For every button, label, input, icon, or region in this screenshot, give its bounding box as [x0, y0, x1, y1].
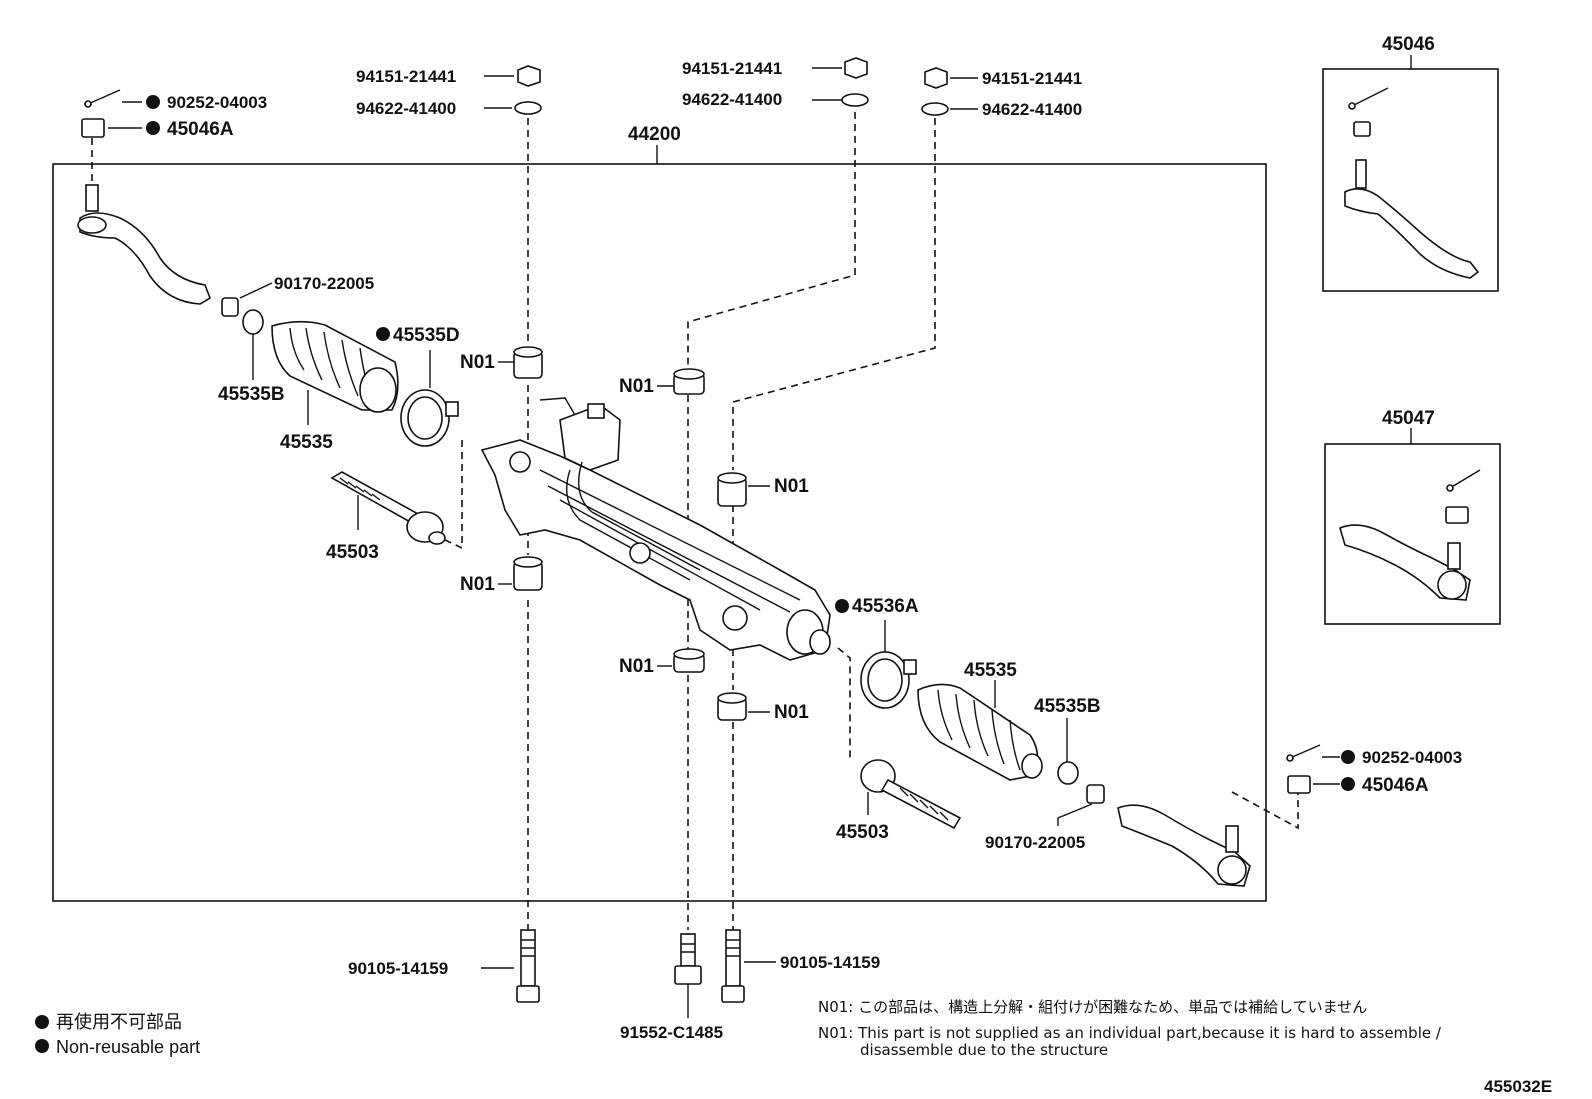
clip-right: [1086, 784, 1105, 804]
tie-rod-end-left: [77, 184, 211, 305]
clamp-big-right: 45536A: [835, 596, 919, 709]
notes: N01: この部品は、構造上分解・組付けが困難なため、単品では補給していません …: [818, 998, 1442, 1059]
nut-c: [924, 67, 948, 89]
bushing-n01-5: N01: [619, 648, 705, 677]
washer-a-label: 94622-41400: [356, 99, 456, 118]
pin-left-label: 90252-04003: [167, 93, 267, 112]
inset-45047-tie-rod-end: [1339, 469, 1481, 601]
n01-label: N01: [460, 574, 495, 595]
washer-a: [514, 101, 542, 115]
legend: 再使用不可部品 Non-reusable part: [35, 1012, 200, 1057]
right-pin-nut-group: 90252-04003 45046A: [1286, 744, 1462, 796]
nut-c-label: 94151-21441: [982, 69, 1082, 88]
inset-45047-frame: [1324, 443, 1501, 625]
nut-washer-group-a: 94151-21441 94622-41400: [356, 65, 542, 118]
rod-left-label: 45503: [326, 542, 379, 563]
inner-rod-left: 45503: [326, 471, 446, 563]
non-reusable-marker: [376, 327, 390, 341]
castle-nut-right: [1287, 775, 1311, 794]
clamp-small-right-label: 45535B: [1034, 696, 1101, 717]
pin-right-label: 90252-04003: [1362, 748, 1462, 767]
non-reusable-marker: [146, 95, 160, 109]
clamp-small-left: [242, 309, 264, 335]
inset-45046-label: 45046: [1382, 34, 1435, 55]
nut-b-label: 94151-21441: [682, 59, 782, 78]
inset-45046-frame: [1322, 68, 1499, 292]
left-clip-clamp: 90170-22005 45535B: [218, 274, 374, 405]
assembly-frame: [52, 163, 1267, 902]
castle-left-label: 45046A: [167, 119, 234, 140]
note-en-2: disassemble due to the structure: [860, 1041, 1108, 1059]
bolt-right: 90105-14159: [721, 929, 880, 1003]
bushing-n01-6: N01: [717, 692, 809, 723]
inset-45047-label: 45047: [1382, 408, 1435, 429]
non-reusable-marker: [835, 599, 849, 613]
clip-left-label: 90170-22005: [274, 274, 374, 293]
clamp-small-right: [1057, 761, 1079, 785]
n01-label: N01: [619, 656, 654, 677]
right-clip-clamp: 45535B 90170-22005: [985, 696, 1105, 852]
n01-label: N01: [619, 376, 654, 397]
n01-label: N01: [460, 352, 495, 373]
clip-left: [221, 297, 239, 317]
clamp-big-left: 45535D: [376, 325, 460, 447]
castle-right-label: 45046A: [1362, 775, 1429, 796]
steering-gear-housing: [480, 397, 831, 661]
clamp-big-left-label: 45535D: [393, 325, 460, 346]
nut-b: [844, 57, 868, 79]
clamp-small-left-label: 45535B: [218, 384, 285, 405]
rod-right-label: 45503: [836, 822, 889, 843]
non-reusable-marker: [35, 1015, 49, 1029]
note-jp: N01: この部品は、構造上分解・組付けが困難なため、単品では補給していません: [818, 998, 1367, 1016]
castle-nut-left: [81, 118, 105, 138]
nut-washer-group-c: 94151-21441 94622-41400: [921, 67, 1082, 119]
bushing-n01-4: N01: [460, 556, 543, 595]
bushing-n01-1: N01: [460, 346, 543, 379]
washer-c: [921, 102, 949, 116]
bolt-right-label: 90105-14159: [780, 953, 880, 972]
tie-rod-end-right: [1117, 804, 1251, 887]
legend-jp: 再使用不可部品: [56, 1012, 182, 1032]
boot-right-label: 45535: [964, 660, 1017, 681]
left-pin-nut-group: 90252-04003 45046A: [81, 89, 267, 140]
bolt-center-label: 91552-C1485: [620, 1023, 723, 1042]
bushing-n01-3: N01: [717, 472, 809, 507]
non-reusable-marker: [146, 121, 160, 135]
washer-b: [841, 93, 869, 107]
figure-id: 455032E: [1484, 1077, 1552, 1096]
bolt-center: 91552-C1485: [620, 933, 723, 1042]
assembly-code-label: 44200: [628, 124, 681, 145]
clip-right-label: 90170-22005: [985, 833, 1085, 852]
nut-a-label: 94151-21441: [356, 67, 456, 86]
n01-label: N01: [774, 476, 809, 497]
boot-right: 45535: [917, 660, 1043, 781]
legend-en: Non-reusable part: [56, 1037, 200, 1057]
clamp-big-right-label: 45536A: [852, 596, 919, 617]
washer-c-label: 94622-41400: [982, 100, 1082, 119]
n01-label: N01: [774, 702, 809, 723]
bolt-left-label: 90105-14159: [348, 959, 448, 978]
note-en-1: N01: This part is not supplied as an ind…: [818, 1024, 1442, 1042]
non-reusable-marker: [1341, 777, 1355, 791]
bolt-left: 90105-14159: [348, 929, 540, 1003]
inner-rod-right: 45503: [836, 759, 962, 843]
bushing-n01-2: N01: [619, 368, 705, 397]
inset-45046-tie-rod-end: [1344, 87, 1480, 279]
non-reusable-marker: [35, 1039, 49, 1053]
boot-left-label: 45535: [280, 432, 333, 453]
nut-washer-group-b: 94151-21441 94622-41400: [682, 57, 869, 109]
washer-b-label: 94622-41400: [682, 90, 782, 109]
nut-a: [517, 65, 541, 87]
non-reusable-marker: [1341, 750, 1355, 764]
boot-left: 45535: [271, 320, 399, 453]
